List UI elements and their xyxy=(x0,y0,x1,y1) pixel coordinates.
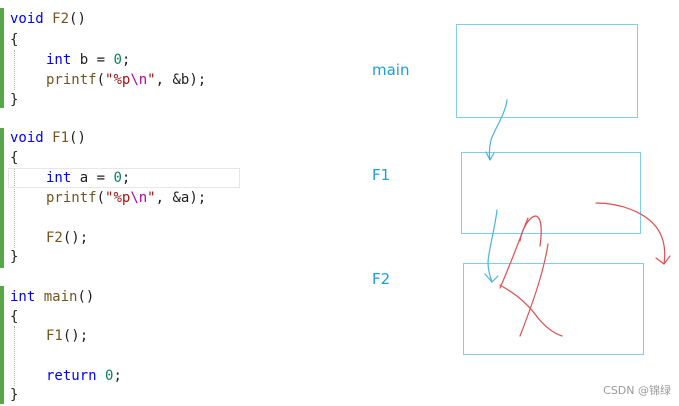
code-line-f2-decl[interactable]: int b = 0; xyxy=(46,52,131,68)
change-gutter-f2 xyxy=(0,8,4,108)
code-editor[interactable]: void F2() { int b = 0; printf("%p\n", &b… xyxy=(0,0,240,406)
watermark: CSDN @锦绿 xyxy=(603,384,671,397)
code-line-main-return[interactable]: return 0; xyxy=(46,368,122,384)
stack-frame-f2 xyxy=(463,263,644,355)
stack-frame-main xyxy=(456,24,638,118)
code-line-main-open-brace[interactable]: { xyxy=(10,309,19,325)
stack-frame-f1 xyxy=(461,152,641,234)
frame-label-f1: F1 xyxy=(372,166,391,184)
indent-guide xyxy=(14,168,15,248)
code-line-f2-printf[interactable]: printf("%p\n", &b); xyxy=(46,72,207,88)
change-gutter-f1 xyxy=(0,128,4,268)
blue-arrowhead xyxy=(485,151,495,161)
code-line-f1-decl[interactable]: int a = 0; xyxy=(46,170,131,186)
blue-arrowhead xyxy=(484,273,499,283)
blue-arrow-f1-to-f2 xyxy=(487,209,498,283)
code-line-f2-signature[interactable]: void F2() xyxy=(10,11,86,27)
code-line-f1-open-brace[interactable]: { xyxy=(10,150,19,166)
current-line-highlight xyxy=(8,168,240,188)
code-line-f2-open-brace[interactable]: { xyxy=(10,32,19,48)
blue-arrow-main-to-f1 xyxy=(488,99,508,161)
code-line-main-call-f1[interactable]: F1(); xyxy=(46,328,89,344)
code-line-main-signature[interactable]: int main() xyxy=(10,289,95,305)
red-arrowhead xyxy=(655,255,671,265)
red-diagonal-stroke xyxy=(499,217,529,289)
code-line-f1-call-f2[interactable]: F2(); xyxy=(46,230,89,246)
code-line-f2-close-brace[interactable]: } xyxy=(10,92,19,108)
code-line-main-close-brace[interactable]: } xyxy=(10,387,19,403)
red-cross-stroke xyxy=(519,243,549,337)
code-line-f1-printf[interactable]: printf("%p\n", &a); xyxy=(46,190,207,206)
indent-guide xyxy=(14,50,15,90)
change-gutter-main xyxy=(0,286,4,404)
frame-label-main: main xyxy=(372,61,410,79)
code-line-f1-close-brace[interactable]: } xyxy=(10,249,19,265)
red-slash-stroke xyxy=(499,284,563,337)
red-curve-right xyxy=(595,202,666,265)
indent-guide xyxy=(14,326,15,386)
frame-label-f2: F2 xyxy=(372,270,391,288)
code-line-f1-signature[interactable]: void F1() xyxy=(10,130,86,146)
